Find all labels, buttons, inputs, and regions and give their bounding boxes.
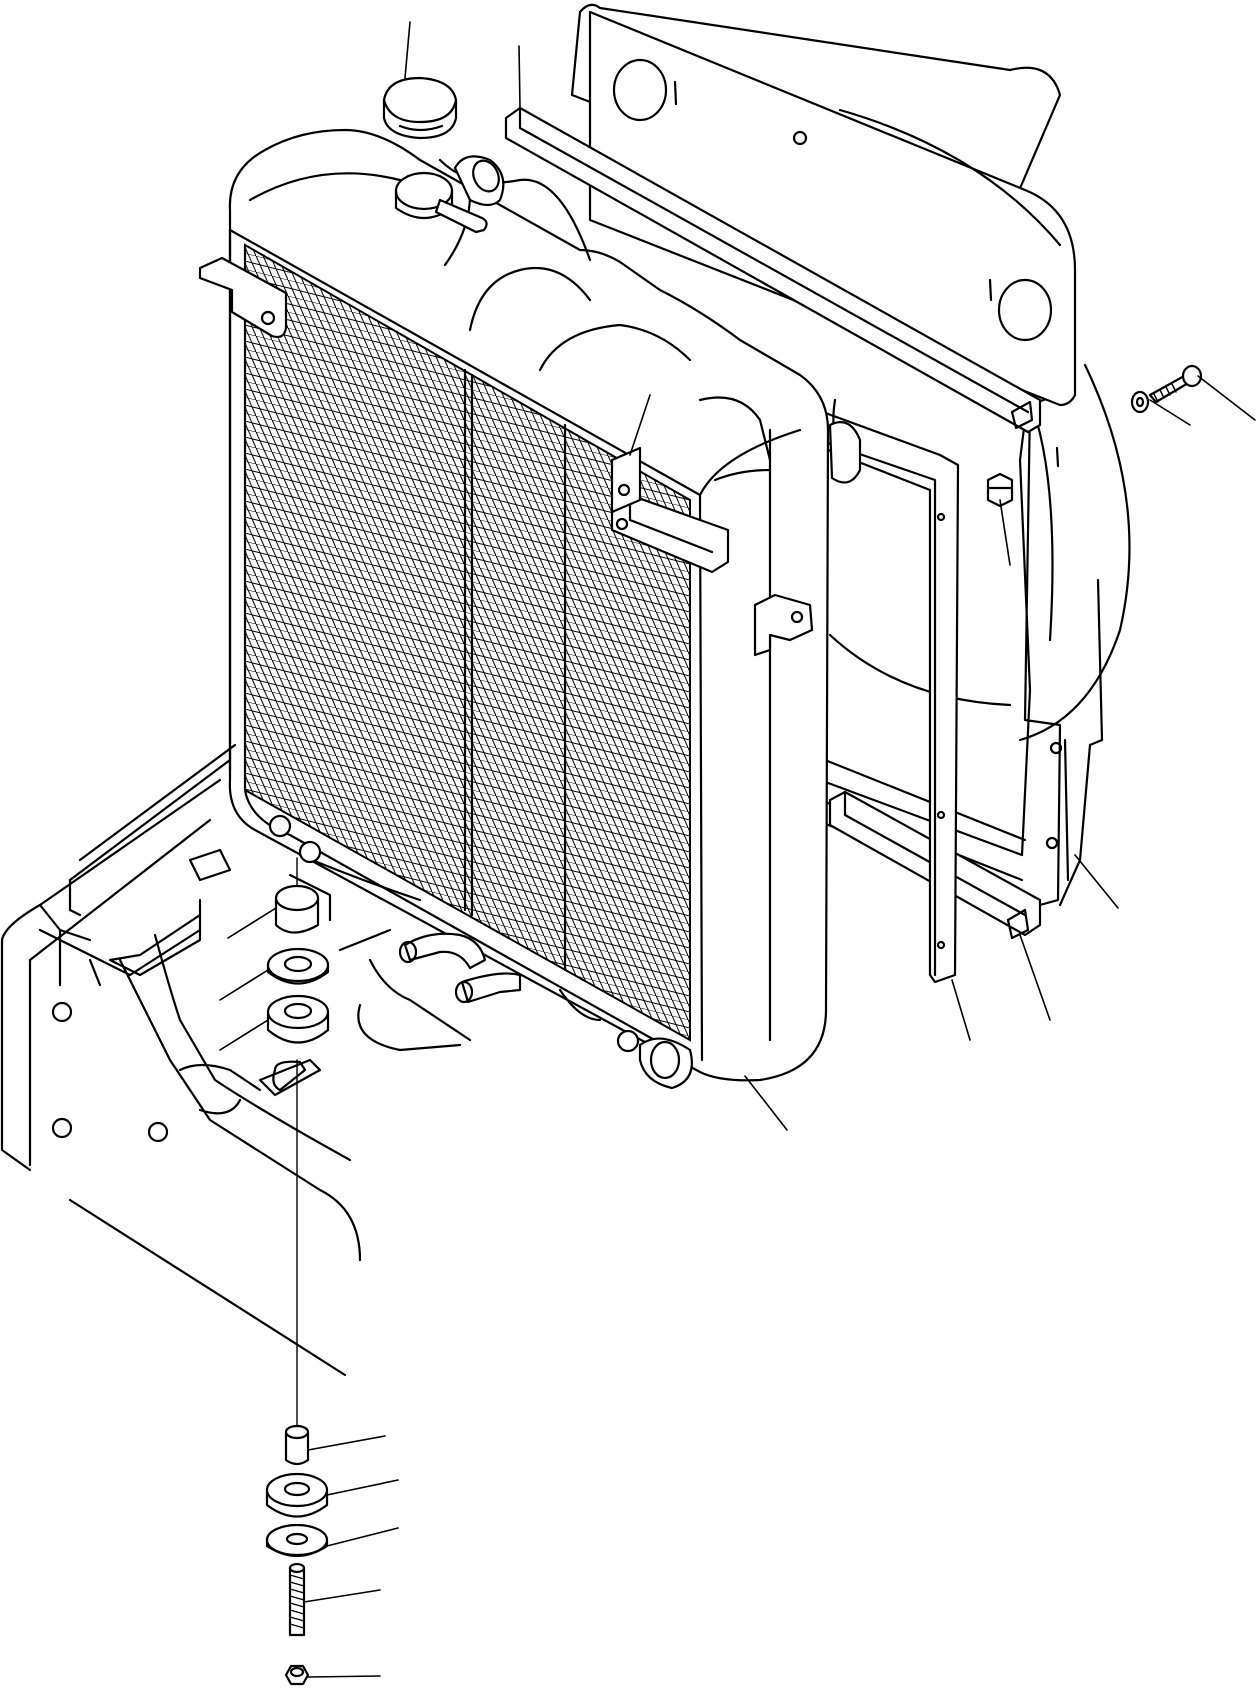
mount-collar-lower [284,1424,310,1466]
mount-washer-lower [265,1523,329,1557]
mount-washer-upper [266,947,330,985]
clip-nut [986,472,1014,508]
support-bracket [0,743,472,1377]
upper-seal-strip [504,106,1042,434]
mount-spacer-upper [274,884,320,934]
mount-nut [284,1664,310,1686]
radiator-cap [382,76,458,140]
mount-cushion-lower [265,1472,329,1518]
fan-shroud [570,3,1131,907]
shroud-washer [1130,390,1150,414]
shroud-bolt [1148,364,1203,404]
callout-leaders [219,21,1256,1678]
mount-bolt [288,1562,306,1637]
radiator-core [198,128,862,1090]
mount-cushion-upper [266,994,330,1044]
